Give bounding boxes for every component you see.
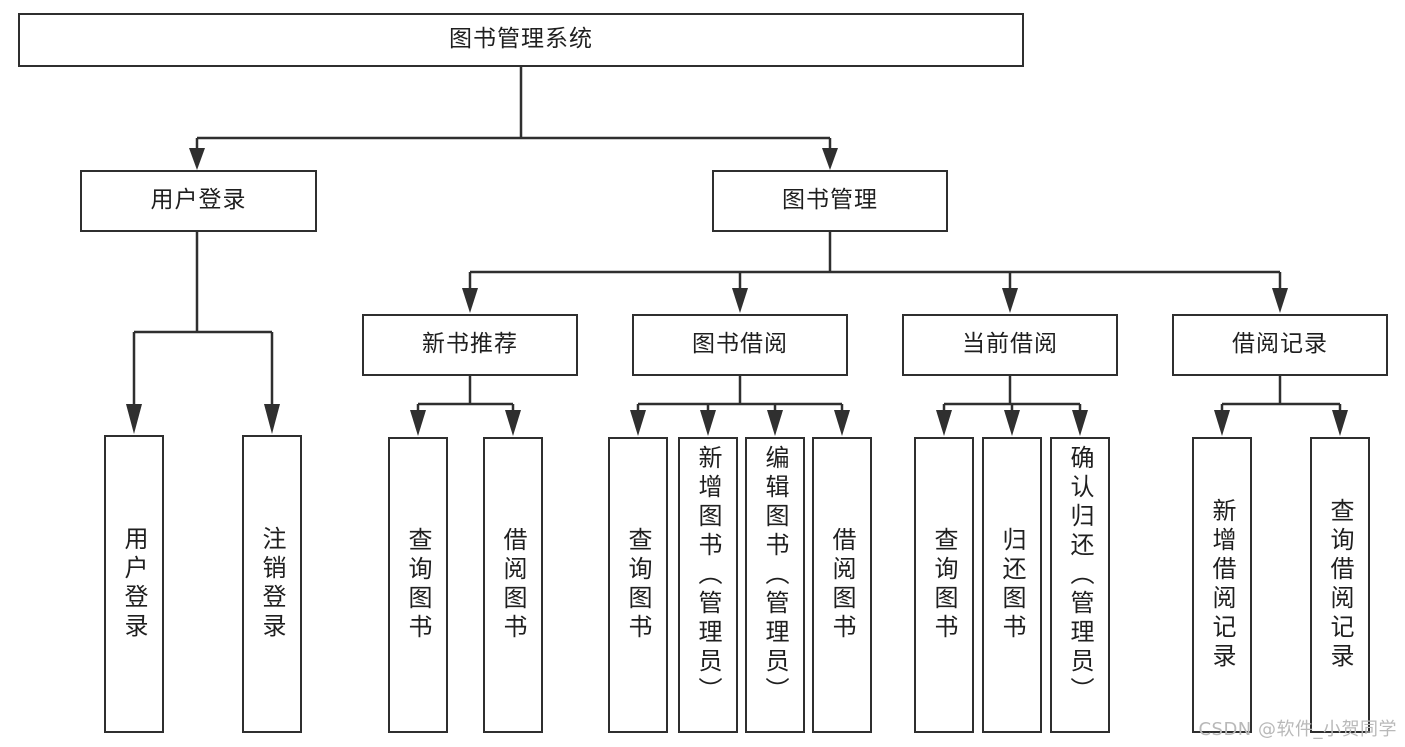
node-leaf-logout[interactable]: 注销登录 — [242, 435, 302, 733]
node-label: 查询图书 — [624, 527, 652, 643]
node-leaf-add-book[interactable]: 新增图书（管理员） — [678, 437, 738, 733]
node-label: 借阅图书 — [499, 527, 527, 643]
node-leaf-confirm-return[interactable]: 确认归还（管理员） — [1050, 437, 1110, 733]
node-label: 新书推荐 — [422, 331, 518, 358]
node-root-system[interactable]: 图书管理系统 — [18, 13, 1024, 67]
node-label: 用户登录 — [150, 187, 247, 214]
node-label: 归还图书 — [998, 527, 1026, 643]
node-label: 注销登录 — [258, 526, 286, 642]
node-book-manage[interactable]: 图书管理 — [712, 170, 948, 232]
node-user-login[interactable]: 用户登录 — [80, 170, 317, 232]
watermark-text: CSDN @软件_小贺同学 — [1198, 719, 1397, 740]
node-label: 查询借阅记录 — [1326, 498, 1354, 672]
node-leaf-borrow-book-2[interactable]: 借阅图书 — [812, 437, 872, 733]
node-label: 用户登录 — [120, 526, 148, 642]
node-label: 编辑图书（管理员） — [761, 445, 789, 706]
node-leaf-query-book-1[interactable]: 查询图书 — [388, 437, 448, 733]
node-leaf-borrow-book-1[interactable]: 借阅图书 — [483, 437, 543, 733]
node-leaf-add-record[interactable]: 新增借阅记录 — [1192, 437, 1252, 733]
node-current-borrow[interactable]: 当前借阅 — [902, 314, 1118, 376]
node-label: 查询图书 — [404, 527, 432, 643]
node-new-book-recommend[interactable]: 新书推荐 — [362, 314, 578, 376]
node-borrow-record[interactable]: 借阅记录 — [1172, 314, 1388, 376]
node-leaf-query-record[interactable]: 查询借阅记录 — [1310, 437, 1370, 733]
node-label: 图书管理系统 — [449, 26, 593, 53]
node-book-borrow[interactable]: 图书借阅 — [632, 314, 848, 376]
node-label: 当前借阅 — [962, 331, 1058, 358]
node-label: 确认归还（管理员） — [1066, 445, 1094, 706]
node-label: 新增图书（管理员） — [694, 445, 722, 706]
node-leaf-query-book-3[interactable]: 查询图书 — [914, 437, 974, 733]
node-label: 借阅记录 — [1232, 331, 1328, 358]
node-leaf-return-book[interactable]: 归还图书 — [982, 437, 1042, 733]
node-leaf-edit-book[interactable]: 编辑图书（管理员） — [745, 437, 805, 733]
node-leaf-query-book-2[interactable]: 查询图书 — [608, 437, 668, 733]
node-leaf-user-login[interactable]: 用户登录 — [104, 435, 164, 733]
node-label: 新增借阅记录 — [1208, 498, 1236, 672]
node-label: 图书借阅 — [692, 331, 788, 358]
node-label: 借阅图书 — [828, 527, 856, 643]
node-label: 图书管理 — [782, 187, 878, 214]
node-label: 查询图书 — [930, 527, 958, 643]
